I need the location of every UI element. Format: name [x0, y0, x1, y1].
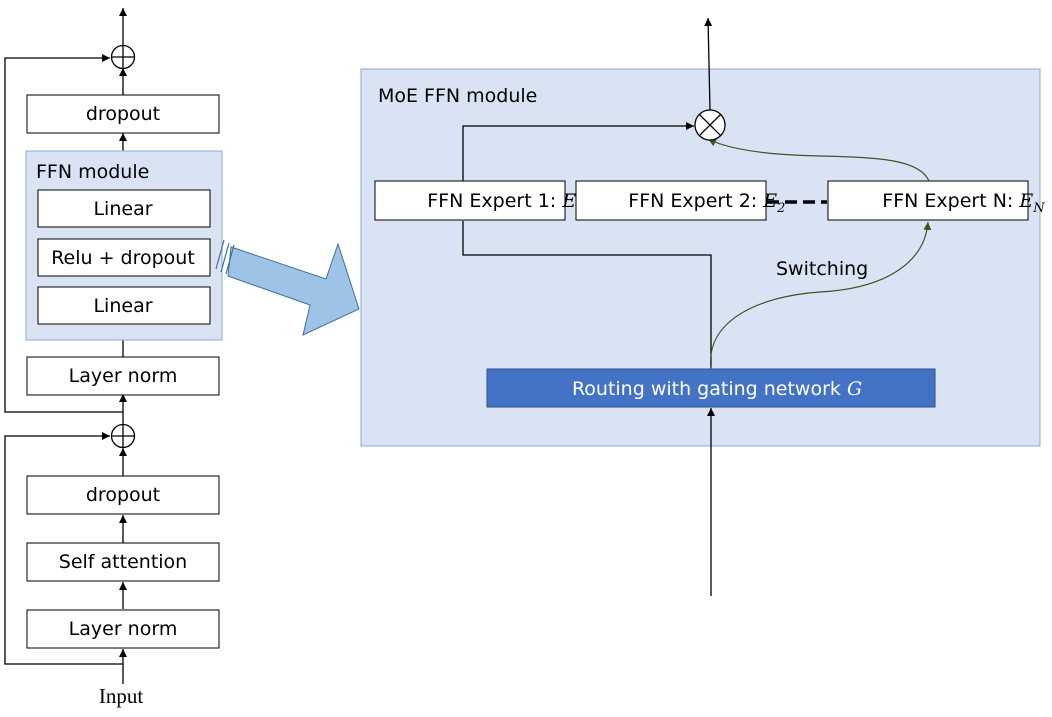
ffn-expert-1-block: FFN Expert 1: E1 [374, 180, 584, 221]
ffn-module-title: FFN module [36, 161, 149, 183]
ffn-expert-2-block: FFN Expert 2: E2 [575, 180, 816, 221]
svg-text:dropout: dropout [86, 484, 160, 506]
svg-text:Layer norm: Layer norm [69, 618, 178, 640]
svg-text:Linear: Linear [93, 295, 152, 317]
svg-text:Linear: Linear [93, 198, 152, 220]
moe-module-title: MoE FFN module [378, 85, 537, 107]
svg-text:dropout: dropout [86, 103, 160, 125]
ffn-linear-bottom-block: Linear [37, 286, 211, 325]
svg-text:Layer norm: Layer norm [69, 365, 178, 387]
svg-text:Self attention: Self attention [59, 551, 187, 573]
ffn-relu-dropout-block: Relu + dropout [37, 238, 211, 277]
input-label: Input [99, 684, 143, 708]
bottom-dropout-block: dropout [26, 475, 220, 515]
top-layer-norm-block: Layer norm [26, 356, 220, 396]
left-connections [4, 8, 127, 684]
svg-text:FFN Expert 2: E2: FFN Expert 2: E2 [586, 190, 816, 217]
svg-text:Routing with gating network G: Routing with gating network G [530, 378, 893, 400]
svg-text:Relu + dropout: Relu + dropout [51, 247, 195, 269]
top-dropout-block: dropout [26, 94, 220, 134]
self-attention-block: Self attention [26, 542, 220, 582]
bottom-layer-norm-block: Layer norm [26, 609, 220, 649]
switching-curves [707, 138, 932, 370]
svg-text:FFN Expert N: EN: FFN Expert N: EN [840, 190, 1052, 217]
ffn-linear-top-block: Linear [37, 189, 211, 228]
top-add-icon [110, 44, 136, 70]
switching-label: Switching [776, 258, 868, 280]
moe-connections [462, 17, 827, 596]
ffn-expert-n-block: FFN Expert N: EN [827, 180, 1052, 221]
routing-gating-block: Routing with gating network G [486, 368, 936, 408]
expand-arrow-icon [215, 239, 360, 336]
multiply-icon [694, 109, 726, 141]
bottom-add-icon [110, 423, 136, 449]
